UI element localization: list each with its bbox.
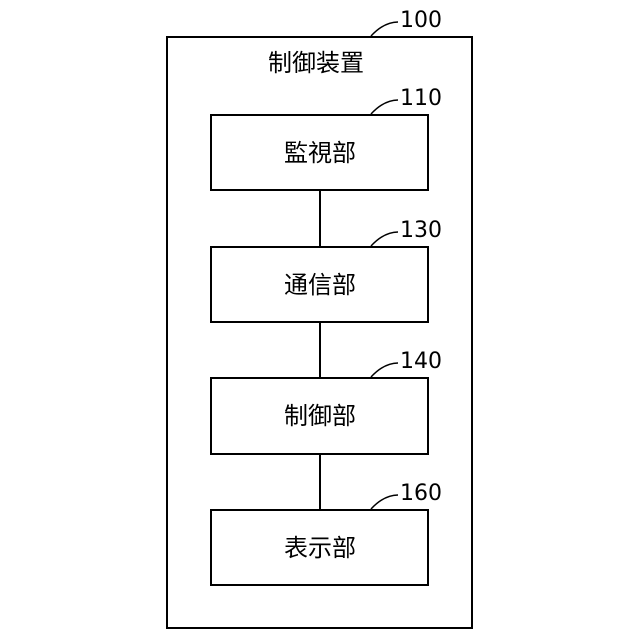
leader-110 <box>371 100 398 114</box>
leader-130 <box>371 232 398 246</box>
block-label-110: 監視部 <box>284 141 356 165</box>
block-ref-140: 140 <box>400 351 442 373</box>
leader-160 <box>371 495 398 509</box>
leader-140 <box>371 363 398 377</box>
block-label-140: 制御部 <box>284 404 356 428</box>
block-ref-160: 160 <box>400 483 442 505</box>
leader-100 <box>371 22 398 36</box>
block-ref-110: 110 <box>400 88 442 110</box>
block-ref-130: 130 <box>400 220 442 242</box>
device-title: 制御装置 <box>268 51 364 75</box>
block-label-130: 通信部 <box>284 273 356 297</box>
outer-ref-label: 100 <box>400 10 442 32</box>
block-label-160: 表示部 <box>284 536 356 560</box>
